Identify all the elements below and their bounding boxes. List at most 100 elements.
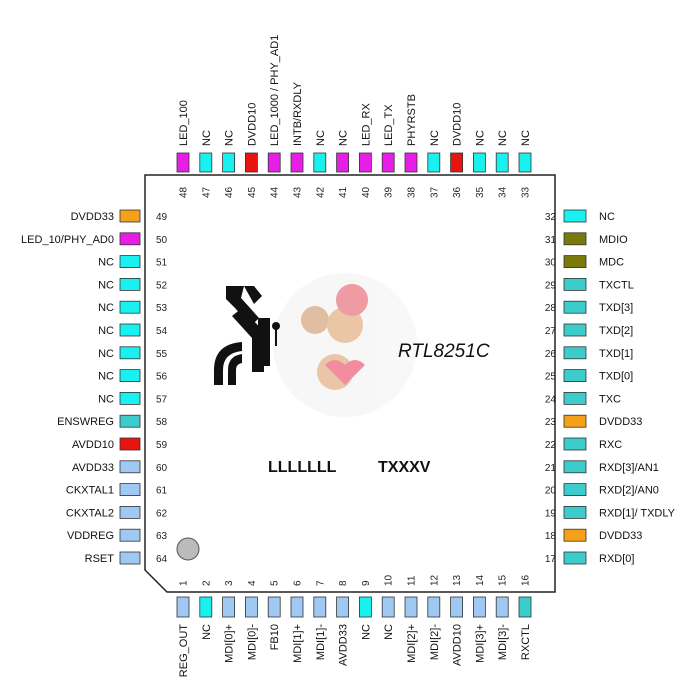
pin-37-label-nc: NC — [429, 130, 441, 146]
pin-30-pad — [563, 255, 587, 269]
pin-50-label-led-10-phy-ad0: LED_10/PHY_AD0 — [21, 234, 114, 246]
pin-63-label-vddreg: VDDREG — [67, 530, 114, 542]
pin-62-label-ckxtal2: CKXTAL2 — [66, 507, 114, 519]
pin-50-number: 50 — [156, 235, 168, 246]
pin-18-label-dvdd33: DVDD33 — [599, 530, 642, 542]
pin-62-number: 62 — [156, 508, 168, 519]
pin-27-number: 27 — [545, 326, 557, 337]
pin-64-label-rset: RSET — [85, 553, 115, 565]
pin-35: 35 NC — [472, 130, 486, 198]
pin-9-pad — [358, 596, 372, 618]
pin-52-label-nc: NC — [98, 279, 114, 291]
pin-55-pad — [119, 346, 141, 360]
pin-23-number: 23 — [545, 417, 557, 428]
pin-2-number: 2 — [201, 580, 212, 586]
pin-19-pad — [563, 505, 587, 519]
marking-line-1: LLLLLLL — [268, 459, 337, 476]
pin-28-number: 28 — [545, 303, 557, 314]
pin-12-number: 12 — [429, 574, 440, 586]
pin-7-pad — [313, 596, 327, 618]
pin-3-pad — [222, 596, 236, 618]
pin-54-pad — [119, 323, 141, 337]
pin-8-pad — [336, 596, 350, 618]
pin-11-number: 11 — [407, 575, 418, 586]
pin-33-pad — [518, 152, 532, 173]
pin-40: 40 LED_RX — [358, 103, 372, 198]
pin-42-pad — [313, 152, 327, 173]
pin-57-number: 57 — [156, 394, 168, 405]
pin-61-label-ckxtal1: CKXTAL1 — [66, 485, 114, 497]
pin-26: 26 TXD[1] — [545, 346, 633, 360]
pin-59-number: 59 — [156, 440, 168, 451]
pin-39-pad — [381, 152, 395, 173]
pin-40-label-led-rx: LED_RX — [360, 103, 372, 146]
pin-14-label-mdi-3: MDI[3]+ — [474, 624, 486, 663]
pin-46-number: 46 — [224, 186, 235, 198]
pin-37-number: 37 — [429, 186, 440, 198]
pin-26-number: 26 — [545, 349, 557, 360]
pin-33-number: 33 — [521, 186, 532, 198]
pin-47-pad — [199, 152, 213, 173]
pin-7-number: 7 — [315, 580, 326, 586]
pin-61-pad — [119, 483, 141, 497]
pin-51-label-nc: NC — [98, 257, 114, 269]
pin-55-label-nc: NC — [98, 348, 114, 360]
pin-36-number: 36 — [452, 186, 463, 198]
pin-40-number: 40 — [361, 186, 372, 198]
pin-35-number: 35 — [475, 186, 486, 198]
pin-4-number: 4 — [247, 580, 258, 586]
pin-54-number: 54 — [156, 326, 168, 337]
pin-21-pad — [563, 460, 587, 474]
pin-13-pad — [450, 596, 464, 618]
pin-2-label-nc: NC — [201, 624, 213, 640]
pin-42-label-nc: NC — [315, 130, 327, 146]
pin-16-number: 16 — [521, 574, 532, 586]
pin-6-label-mdi-1: MDI[1]+ — [292, 624, 304, 663]
pin-52-pad — [119, 277, 141, 291]
pin-20-label-rxd-2-an0: RXD[2]/AN0 — [599, 485, 659, 497]
pin-10-pad — [381, 596, 395, 618]
pin-56-label-nc: NC — [98, 371, 114, 383]
pin-7-label-mdi-1: MDI[1]- — [315, 624, 327, 660]
pin-60-number: 60 — [156, 463, 168, 474]
pin-23-pad — [563, 414, 587, 428]
pin-10-number: 10 — [384, 574, 395, 586]
pin-18-pad — [563, 528, 587, 542]
pin1-indicator-dot — [176, 537, 200, 561]
pin-15-pad — [495, 596, 509, 618]
pin-13-label-avdd10: AVDD10 — [452, 624, 464, 666]
pin-30-number: 30 — [545, 258, 557, 269]
pin-35-label-nc: NC — [474, 130, 486, 146]
pin-59-label-avdd10: AVDD10 — [72, 439, 114, 451]
pin-26-label-txd-1: TXD[1] — [599, 348, 633, 360]
pin-38-label-phyrstb: PHYRSTB — [406, 94, 418, 146]
realtek-logo-icon — [214, 286, 280, 385]
pin-8-label-avdd33: AVDD33 — [338, 624, 350, 666]
pin-30-label-mdc: MDC — [599, 257, 624, 269]
pin-41-number: 41 — [338, 186, 349, 198]
pin-1-number: 1 — [179, 580, 190, 586]
pin-26-pad — [563, 346, 587, 360]
pin-37-pad — [427, 152, 441, 173]
pin-35-pad — [472, 152, 486, 173]
